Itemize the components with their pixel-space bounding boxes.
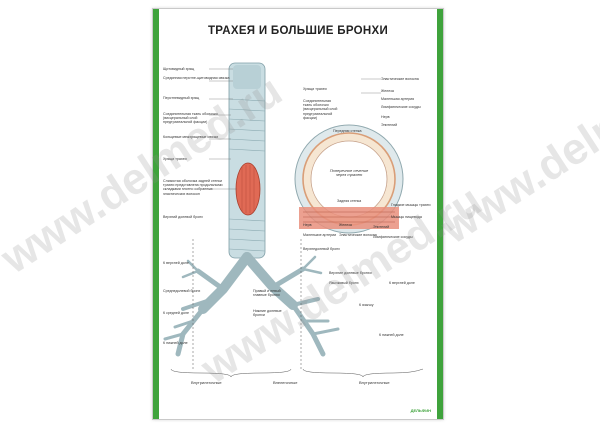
label-connective-tissue-right: Соединительная ткань оболочки (висцераль…	[303, 99, 338, 120]
label-elastic-fibers-top: Эластические волокна	[381, 77, 419, 81]
label-to-lower-lobe-left: К нижней доле	[163, 341, 188, 345]
label-nerve-bottom: Нерв	[303, 223, 312, 227]
label-intrapulmonary-right: Внутрилегочные	[359, 380, 390, 385]
bronchial-tree	[163, 252, 340, 357]
label-connective-tissue-left: Соединительная ткань оболочки (висцераль…	[163, 112, 218, 125]
trachea	[228, 62, 266, 259]
label-small-artery: Маленькая артерия	[381, 97, 415, 101]
label-to-upper-lobe-left: К верхней доле	[163, 261, 189, 265]
label-lymph-vessels-top: Лимфатические сосуды	[381, 105, 421, 109]
label-main-bronchi: Правый и левый главные бронхи	[253, 289, 281, 298]
label-to-lingula: К язычку	[359, 303, 374, 307]
label-anterior-wall: Передняя стенка	[333, 129, 362, 133]
label-upper-lobe-bronchi: Верхние долевые бронхи	[329, 271, 372, 275]
label-annular-ligaments: Кольцевые межхрящевые связки	[163, 135, 219, 139]
poster: ТРАХЕЯ И БОЛЬШИЕ БРОНХИ	[152, 8, 444, 420]
label-smooth-muscle: Гладкие мышцы трахеи	[391, 203, 431, 207]
label-posterior-wall: Задняя стенка	[337, 199, 362, 203]
label-gland-bottom: Железа	[339, 223, 352, 227]
label-epithelium-top: Эпителий	[381, 123, 398, 127]
label-to-upper-lobe-right: К верхней доле	[389, 281, 415, 285]
label-lower-lobe-bronchi: Нижние долевые бронхи	[253, 309, 282, 318]
label-upper-lobe-bronchus-right: Верхнедолевой бронх	[303, 247, 340, 251]
label-gland-top: Железа	[381, 89, 394, 93]
label-elastic-fibers-bottom: Эластические волокна	[339, 233, 377, 237]
label-lymph-vessels-bottom: Лимфатические сосуды	[373, 235, 413, 239]
brand-logo: ДЕЛЬФИН	[410, 408, 431, 413]
trachea-illustration	[163, 62, 424, 378]
label-epithelium-bottom: Эпителий	[373, 225, 390, 229]
label-middle-lobe-bronchus: Среднедолевой бронх	[163, 289, 201, 293]
cross-section	[294, 124, 404, 234]
label-intrapulmonary-left: Внутрилегочные	[191, 380, 222, 385]
poster-title: ТРАХЕЯ И БОЛЬШИЕ БРОНХИ	[207, 25, 389, 37]
label-thyroid-cartilage: Щитовидный хрящ	[163, 67, 195, 71]
label-extrapulmonary: Внелегочные	[273, 380, 298, 385]
label-lingular-bronchus: Язычковый бронх	[329, 281, 359, 285]
label-upper-lobe-bronchus-left: Верхний долевой бронх	[163, 215, 203, 219]
label-cricothyroid-ligament: Срединная перстне-щитовидная связка	[163, 76, 230, 80]
label-cross-section: Поперечное сечение через трахею	[329, 168, 369, 178]
label-to-lower-lobe-right: К нижней доле	[379, 333, 404, 337]
label-tracheal-cartilages-left: Хрящи трахеи	[163, 157, 187, 161]
label-nerve-top: Нерв	[381, 115, 390, 119]
label-posterior-wall-mucosa: Слизистая оболочка задней стенки трахеи …	[163, 179, 223, 196]
watermark-right: www.delmed.ru	[432, 35, 600, 254]
right-green-bar	[437, 9, 443, 419]
label-tracheal-cartilages-right: Хрящи трахеи	[303, 87, 327, 91]
label-esophagus-muscles: Мышцы пищевода	[391, 215, 422, 219]
label-cricoid-cartilage: Перстневидный хрящ	[163, 96, 200, 100]
label-to-middle-lobe: К средней доле	[163, 311, 190, 315]
label-small-arteries: Маленькие артерии	[303, 233, 337, 237]
left-green-bar	[153, 9, 159, 419]
